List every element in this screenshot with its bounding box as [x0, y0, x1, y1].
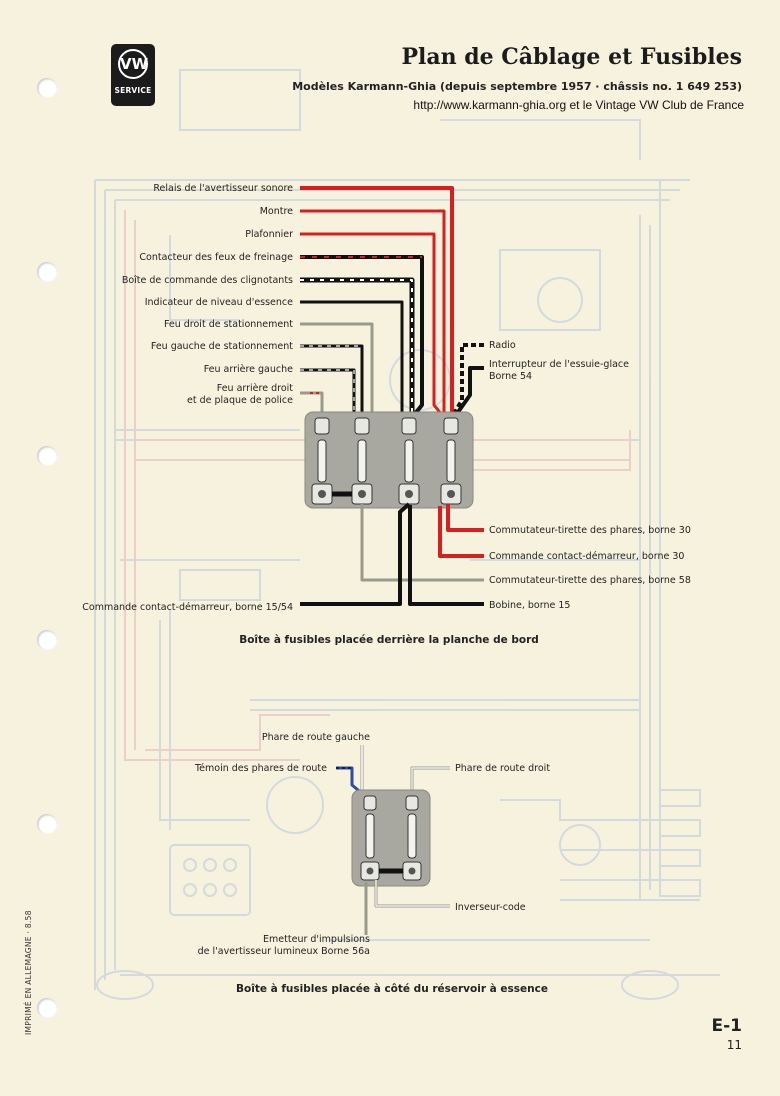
wire-right-parking [300, 322, 374, 415]
label-emitter-1: Emetteur d'impulsions [263, 934, 370, 945]
binder-hole [37, 446, 57, 466]
label-right-high-beam: Phare de route droit [455, 763, 550, 774]
binder-hole [37, 998, 57, 1018]
label-light-switch-30: Commutateur-tirette des phares, borne 30 [489, 525, 691, 536]
wire-light-switch-58 [360, 504, 484, 582]
caption-tank-fuse-box: Boîte à fusibles placée à côté du réserv… [236, 983, 548, 995]
label-right-parking: Feu droit de stationnement [164, 319, 293, 330]
page-title: Plan de Câblage et Fusibles [401, 44, 742, 70]
wire-right-tail [300, 391, 324, 415]
label-right-tail-1: Feu arrière droit [217, 383, 294, 394]
dashboard-labels: Relais de l'avertisseur sonore Montre Pl… [82, 183, 691, 646]
label-coil: Bobine, borne 15 [489, 600, 570, 611]
label-turn-signal-box: Boîte de commande des clignotants [122, 275, 293, 286]
vw-service-logo: VW SERVICE [111, 44, 155, 106]
wire-ignition-15-54 [300, 502, 411, 606]
label-left-parking: Feu gauche de stationnement [151, 341, 293, 352]
caption-dashboard-fuse-box: Boîte à fusibles placée derrière la plan… [239, 634, 539, 646]
fuse-column [311, 417, 333, 505]
label-left-tail: Feu arrière gauche [204, 364, 293, 375]
binder-hole [37, 630, 57, 650]
tank-labels: Phare de route gauche Témoin des phares … [194, 732, 550, 995]
page-code: E-1 [711, 1016, 743, 1036]
wire-coil-15 [408, 505, 484, 606]
wire-wiper [454, 366, 484, 417]
wire-horn-relay [300, 186, 454, 425]
label-fuel-gauge: Indicateur de niveau d'essence [145, 297, 293, 308]
fuse-column [360, 795, 380, 881]
wire-light-switch-30 [446, 504, 484, 532]
wire-fuel-gauge [300, 300, 404, 415]
label-light-switch-58: Commutateur-tirette des phares, borne 58 [489, 575, 691, 586]
binder-hole [37, 78, 57, 98]
label-horn-relay: Relais de l'avertisseur sonore [153, 183, 293, 194]
dashboard-fuse-box [304, 411, 474, 509]
vw-logo-icon: VW [118, 49, 148, 79]
binder-hole [37, 262, 57, 282]
label-dimmer: Inverseur-code [455, 902, 526, 913]
wire-ignition-30 [438, 506, 484, 558]
fuse-column [440, 417, 462, 505]
label-ignition-15-54: Commande contact-démarreur, borne 15/54 [82, 602, 293, 613]
service-label: SERVICE [114, 86, 152, 95]
wire-radio [453, 343, 484, 414]
fuse-column [351, 417, 373, 505]
label-wiper-terminal: Borne 54 [489, 371, 532, 382]
label-wiper-switch: Interrupteur de l'essuie-glace [489, 359, 629, 370]
page-subtitle: Modèles Karmann-Ghia (depuis septembre 1… [292, 80, 742, 93]
page-number: 11 [726, 1038, 742, 1052]
label-emitter-2: de l'avertisseur lumineux Borne 56a [198, 946, 370, 957]
label-ignition-30: Commande contact-démarreur, borne 30 [489, 551, 684, 562]
printed-note: IMPRIMÉ EN ALLEMAGNE · 8.58 [24, 910, 33, 1035]
dashboard-fuse-box-wiring [300, 186, 484, 606]
fuse-column [398, 417, 420, 505]
label-right-tail-2: et de plaque de police [187, 395, 293, 406]
label-dome-light: Plafonnier [245, 229, 293, 240]
label-clock: Montre [260, 206, 293, 217]
source-url: http://www.karmann-ghia.org et le Vintag… [413, 98, 744, 112]
label-brake-switch: Contacteur des feux de freinage [139, 252, 293, 263]
label-high-beam-indicator: Témoin des phares de route [194, 763, 327, 774]
tank-fuse-box-wiring [336, 745, 450, 935]
label-left-high-beam: Phare de route gauche [262, 732, 370, 743]
wire-clock [300, 209, 446, 425]
binder-hole [37, 814, 57, 834]
fuse-column [402, 795, 422, 881]
label-radio: Radio [489, 340, 516, 351]
